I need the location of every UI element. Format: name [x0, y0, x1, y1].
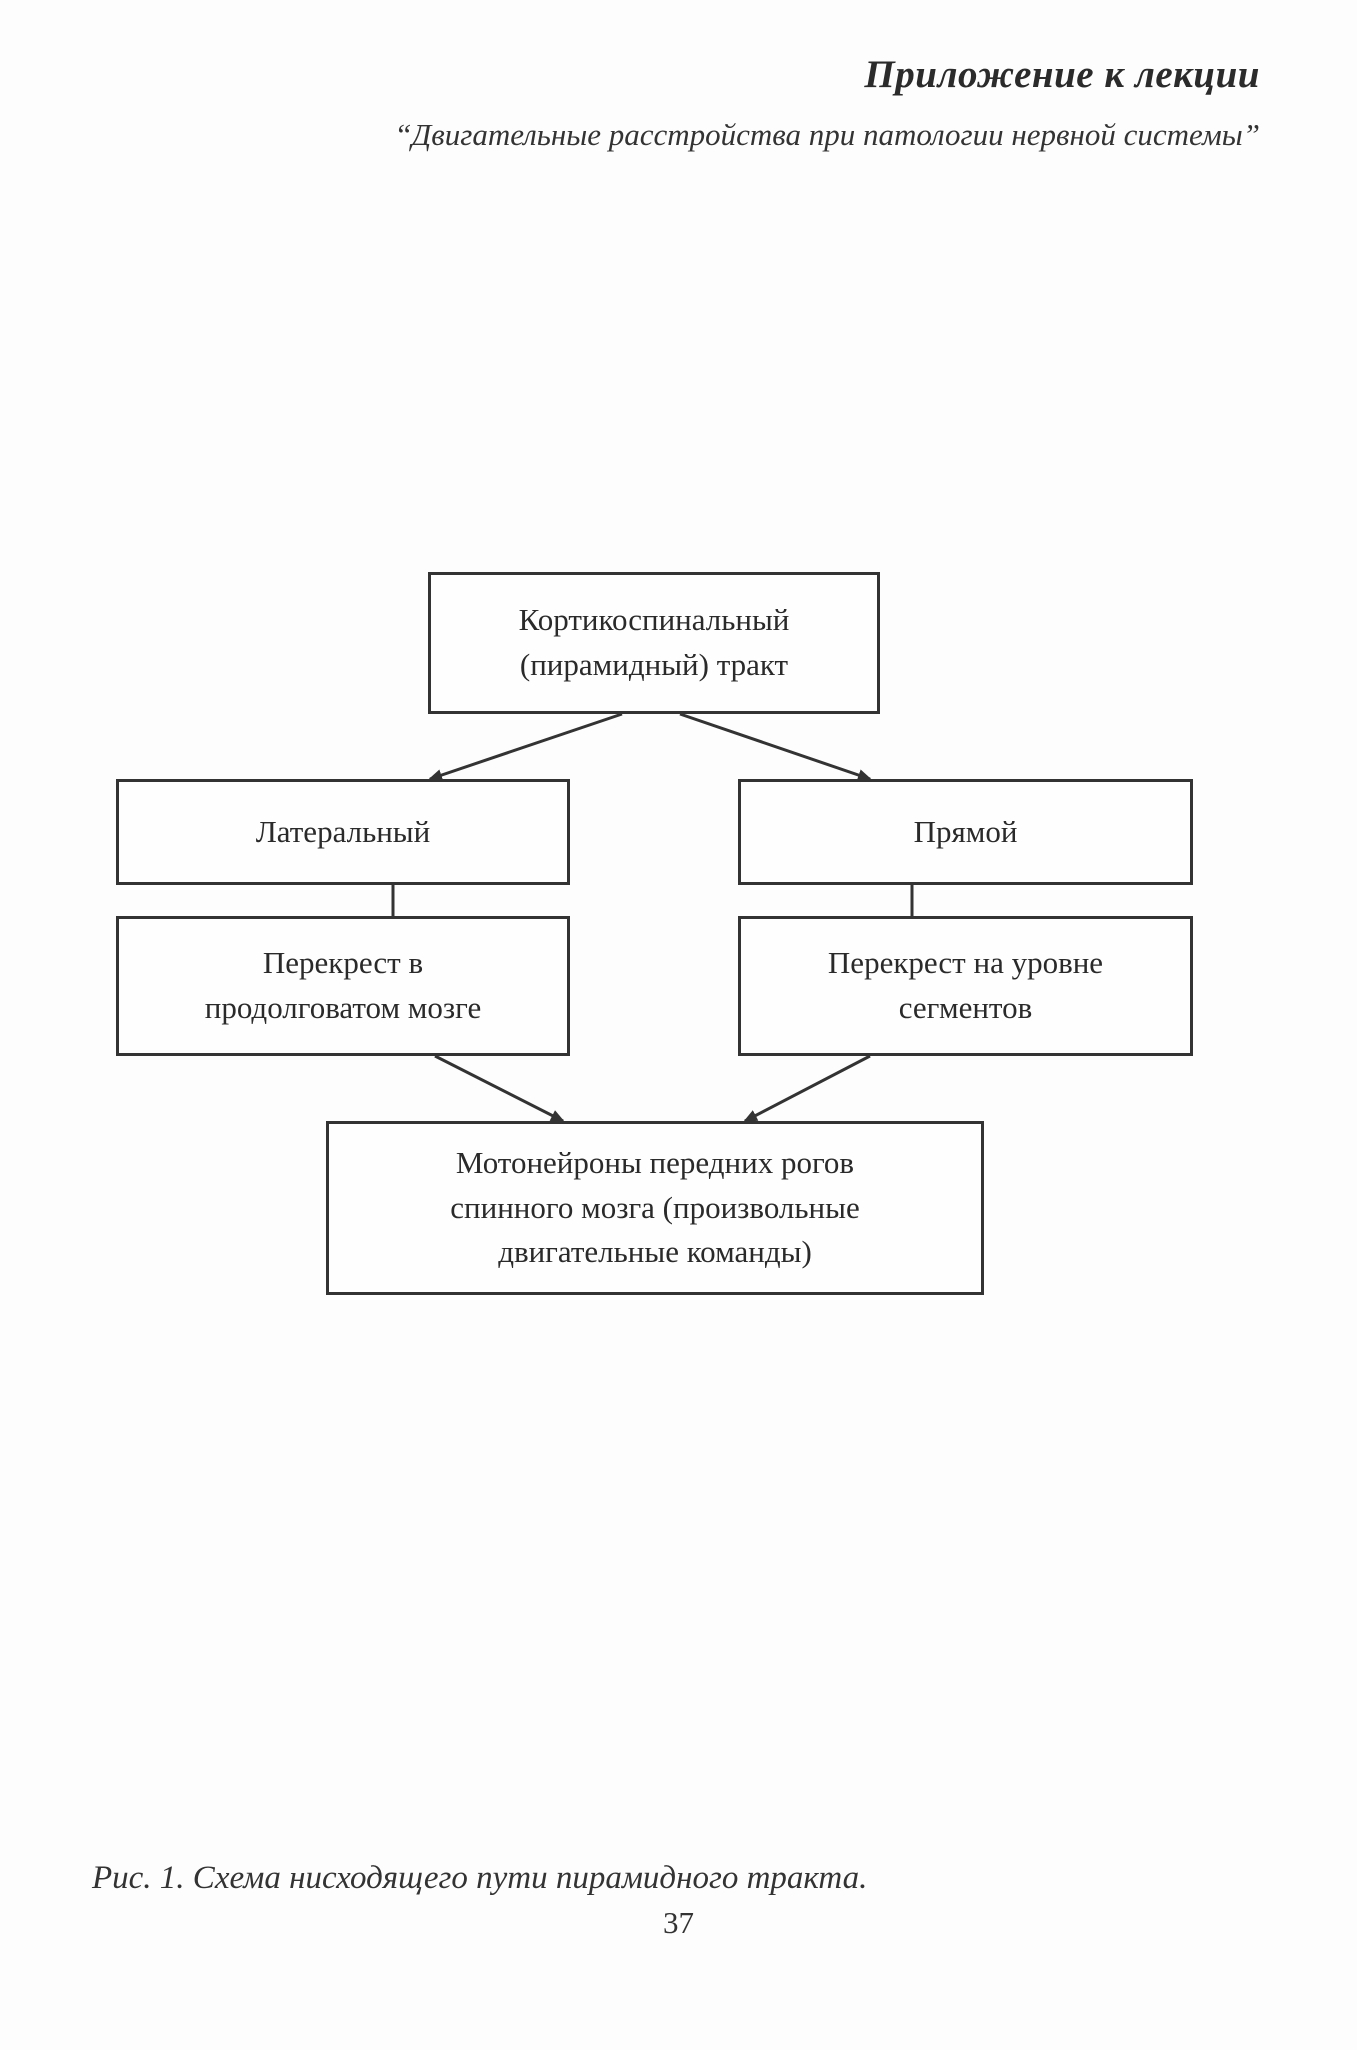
node-corticospinal-tract: Кортикоспинальный (пирамидный) тракт	[428, 572, 880, 714]
arrow-corticospinal-to-lateral	[428, 712, 623, 781]
arrow-corticospinal-to-direct	[679, 712, 872, 781]
header-title: Приложение к лекции	[864, 53, 1260, 96]
arrow-segments-to-motoneurons	[743, 1054, 871, 1123]
page-number: 37	[663, 1905, 694, 1940]
figure-caption: Рис. 1. Схема нисходящего пути пирамидно…	[92, 1860, 868, 1896]
node-lateral-tract: Латеральный	[116, 779, 570, 885]
arrow-medulla-to-motoneurons	[434, 1054, 565, 1123]
node-direct-tract: Прямой	[738, 779, 1193, 885]
node-segment-decussation: Перекрест на уровне сегментов	[738, 916, 1193, 1056]
node-motoneurons: Мотонейроны передних рогов спинного мозг…	[326, 1121, 984, 1295]
node-medulla-decussation: Перекрест в продолговатом мозге	[116, 916, 570, 1056]
header-subtitle: “Двигательные расстройства при патологии…	[394, 117, 1260, 152]
